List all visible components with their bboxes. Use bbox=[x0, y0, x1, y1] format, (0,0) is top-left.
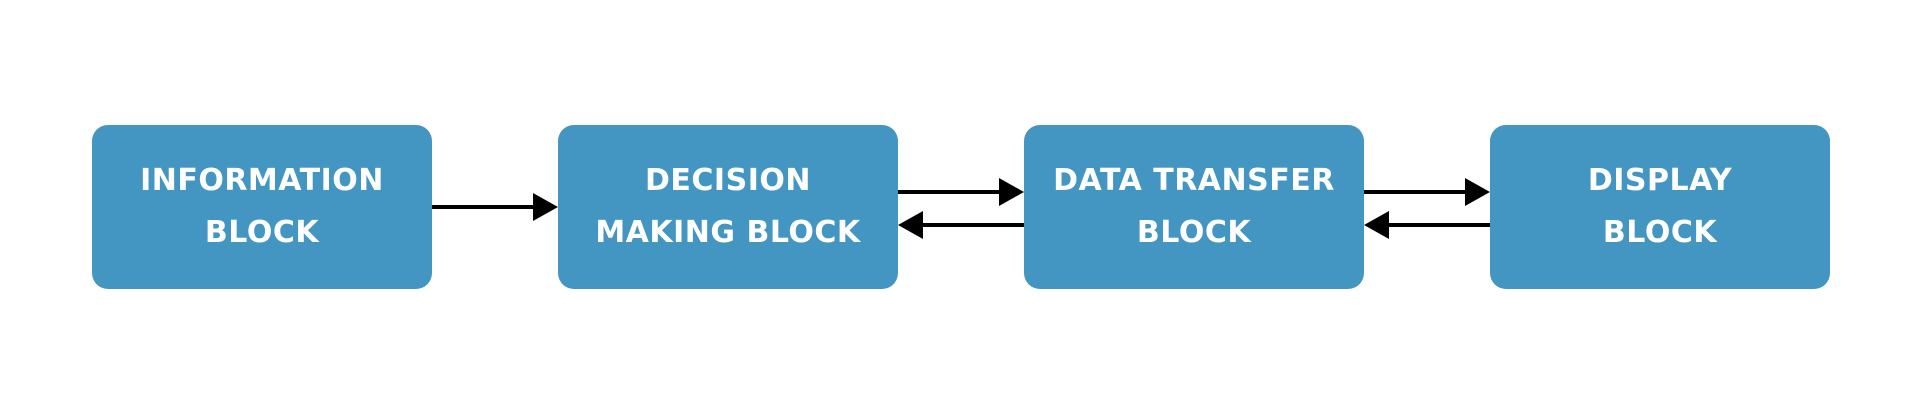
decision-making-block-label-line-1: DECISION bbox=[645, 163, 811, 198]
arrowhead-information-to-decision bbox=[533, 193, 558, 221]
information-block: INFORMATION BLOCK bbox=[92, 125, 432, 289]
arrowhead-decision-to-data-transfer bbox=[999, 178, 1024, 206]
arrowhead-data-transfer-to-decision bbox=[898, 211, 923, 239]
decision-making-block: DECISION MAKING BLOCK bbox=[558, 125, 898, 289]
arrowhead-data-transfer-to-display bbox=[1465, 178, 1490, 206]
display-block-label-line-1: DISPLAY bbox=[1587, 163, 1733, 198]
display-block-label-line-2: BLOCK bbox=[1602, 215, 1718, 250]
decision-making-block-label-line-2: MAKING BLOCK bbox=[595, 215, 861, 250]
data-transfer-block-label-line-2: BLOCK bbox=[1136, 215, 1252, 250]
display-block: DISPLAY BLOCK bbox=[1490, 125, 1830, 289]
data-transfer-block: DATA TRANSFER BLOCK bbox=[1024, 125, 1364, 289]
arrowhead-display-to-data-transfer bbox=[1364, 211, 1389, 239]
information-block-label-line-2: BLOCK bbox=[204, 215, 320, 250]
information-block-label-line-1: INFORMATION bbox=[140, 163, 384, 198]
data-transfer-block-label-line-1: DATA TRANSFER bbox=[1053, 163, 1335, 198]
